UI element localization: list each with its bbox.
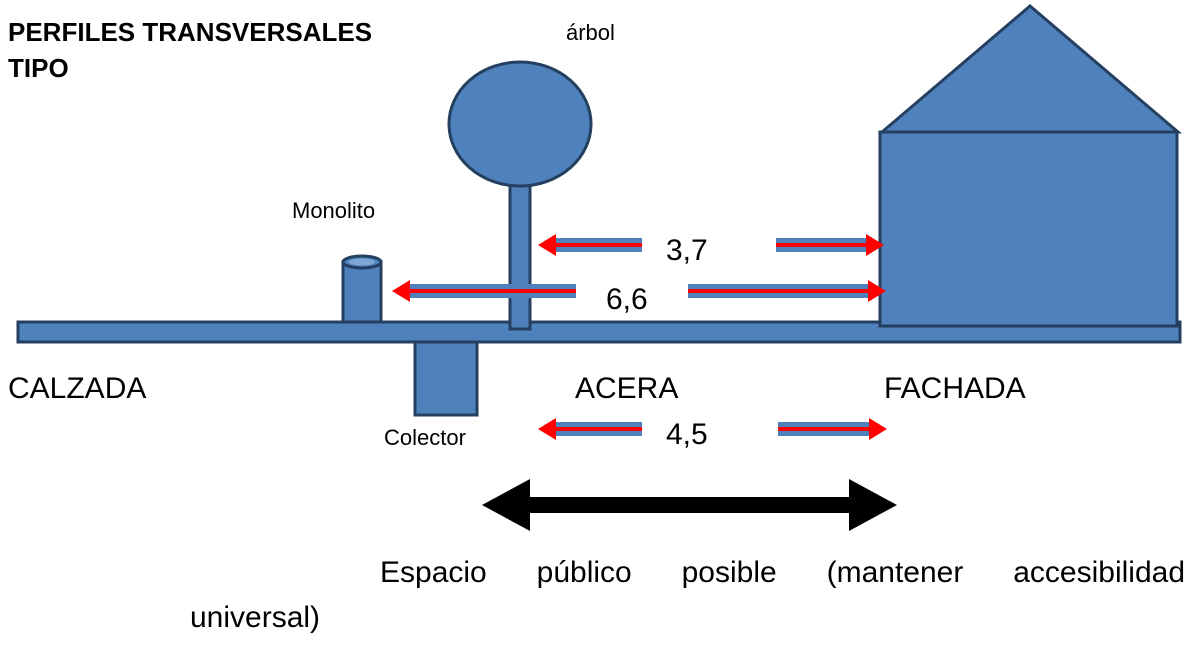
arrow-6-6-right [688, 280, 886, 302]
dimension-4-5: 4,5 [666, 418, 708, 451]
monolith-label: Monolito [292, 198, 376, 223]
arrow-3-7-right [776, 234, 884, 256]
monolith-shape [341, 254, 383, 324]
arrow-3-7-left [538, 234, 642, 256]
diagram-title: PERFILES TRANSVERSALES TIPO [8, 17, 373, 83]
arrow-6-6-left [392, 280, 576, 302]
collector-label: Colector [384, 425, 466, 450]
facade-label: FACHADA [884, 372, 1026, 405]
public-space-double-arrow [482, 479, 897, 531]
arrow-4-5-right [778, 418, 887, 440]
tree-label: árbol [566, 20, 615, 45]
road-label: CALZADA [8, 372, 147, 405]
caption-line-1: Espacio público posible (mantener accesi… [380, 556, 1185, 589]
collector-box [413, 340, 479, 417]
dimension-3-7: 3,7 [666, 234, 708, 267]
sidewalk-label: ACERA [575, 372, 679, 405]
dimension-6-6: 6,6 [606, 283, 648, 316]
caption-line-2: universal) [190, 601, 321, 634]
tree-shape [447, 60, 593, 331]
house-shape [877, 4, 1183, 328]
arrow-4-5-left [538, 418, 642, 440]
